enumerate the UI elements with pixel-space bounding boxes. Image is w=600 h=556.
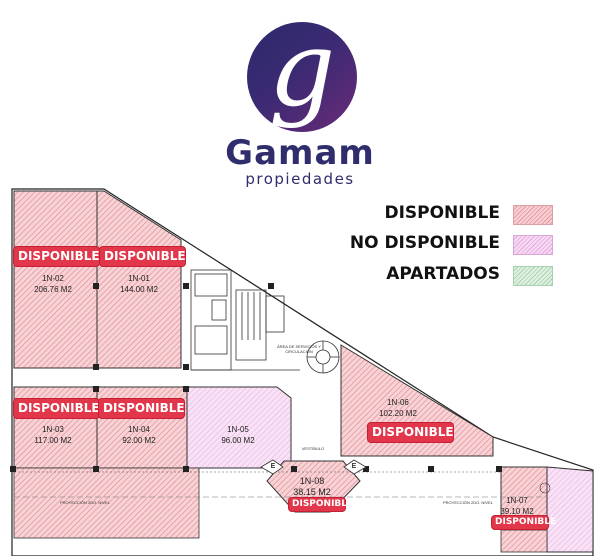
unit-area: 206.76 M2 <box>34 285 72 294</box>
unit-label: 1N-07 39.10 M2 <box>497 495 537 517</box>
unit-label: 1N-01 144.00 M2 <box>103 273 175 295</box>
unit-label: 1N-08 38.15 M2 <box>279 476 345 498</box>
elevator-label: E <box>270 463 276 470</box>
door-arc-right <box>539 482 551 494</box>
unit-label: 1N-05 96.00 M2 <box>202 424 274 446</box>
status-badge: DISPONIBLE <box>289 498 353 511</box>
unit-code: 1N-07 <box>506 496 528 505</box>
brand-tagline: propiedades <box>245 170 355 188</box>
unit-area: 92.00 M2 <box>122 436 156 445</box>
columns <box>10 283 502 472</box>
unit-code: 1N-02 <box>42 274 64 283</box>
unit-code: 1N-05 <box>227 425 249 434</box>
projection-label-right: PROYECCIÓN 2DO. NIVEL <box>442 500 493 505</box>
elevator-left <box>260 459 284 475</box>
legend-disponible: DISPONIBLE <box>0 203 600 227</box>
status-badge: DISPONIBLE <box>492 516 556 529</box>
elevator-label: E <box>351 463 357 470</box>
elevator-right <box>343 459 367 475</box>
status-badge: DISPONIBLE <box>99 399 185 418</box>
unit-label: 1N-03 117.00 M2 <box>17 424 89 446</box>
unit-area: 117.00 M2 <box>34 436 72 445</box>
unit-1N-01[interactable] <box>96 190 182 369</box>
legend-label: NO DISPONIBLE <box>349 233 500 253</box>
status-badge: DISPONIBLE <box>368 423 454 442</box>
service-core <box>190 269 340 374</box>
logo: g Gamam propiedades <box>0 0 600 190</box>
legend-swatch <box>513 266 553 286</box>
unit-code: 1N-08 <box>299 476 325 486</box>
unit-code: 1N-03 <box>42 425 64 434</box>
unit-area: 102.20 M2 <box>379 409 417 418</box>
logo-letter: g <box>268 8 336 130</box>
legend-swatch <box>513 205 553 225</box>
lower-strip <box>13 467 200 539</box>
legend-no-disponible: NO DISPONIBLE <box>0 233 600 257</box>
brand-name: Gamam <box>225 133 375 173</box>
status-badge: DISPONIBLE <box>14 247 100 266</box>
status-badge: DISPONIBLE <box>100 247 186 266</box>
unit-area: 38.15 M2 <box>293 487 331 497</box>
unit-code: 1N-01 <box>128 274 150 283</box>
legend-apartados: APARTADOS <box>0 264 600 288</box>
unit-label: 1N-04 92.00 M2 <box>103 424 175 446</box>
logo-mark: g <box>247 14 357 132</box>
legend-label: APARTADOS <box>386 264 500 284</box>
unit-code: 1N-06 <box>387 398 409 407</box>
lower-strip-right <box>500 529 548 553</box>
unit-label: 1N-06 102.20 M2 <box>362 397 434 419</box>
unit-area: 96.00 M2 <box>221 436 255 445</box>
unit-area: 144.00 M2 <box>120 285 158 294</box>
unit-label: 1N-02 206.76 M2 <box>17 273 89 295</box>
unit-code: 1N-04 <box>128 425 150 434</box>
lobby-label: VESTÍBULO <box>301 446 325 451</box>
unit-area: 39.10 M2 <box>500 507 534 516</box>
unit-1N-05[interactable] <box>186 386 292 469</box>
legend-label: DISPONIBLE <box>384 203 500 223</box>
services-area-label: ÁREA DE SERVICIOS Y CIRCULACIÓN <box>277 344 321 354</box>
unit-strip-right <box>546 466 594 553</box>
status-badge: DISPONIBLE <box>14 399 100 418</box>
projection-label-left: PROYECCIÓN 2DO. NIVEL <box>59 500 110 505</box>
legend-swatch <box>513 235 553 255</box>
